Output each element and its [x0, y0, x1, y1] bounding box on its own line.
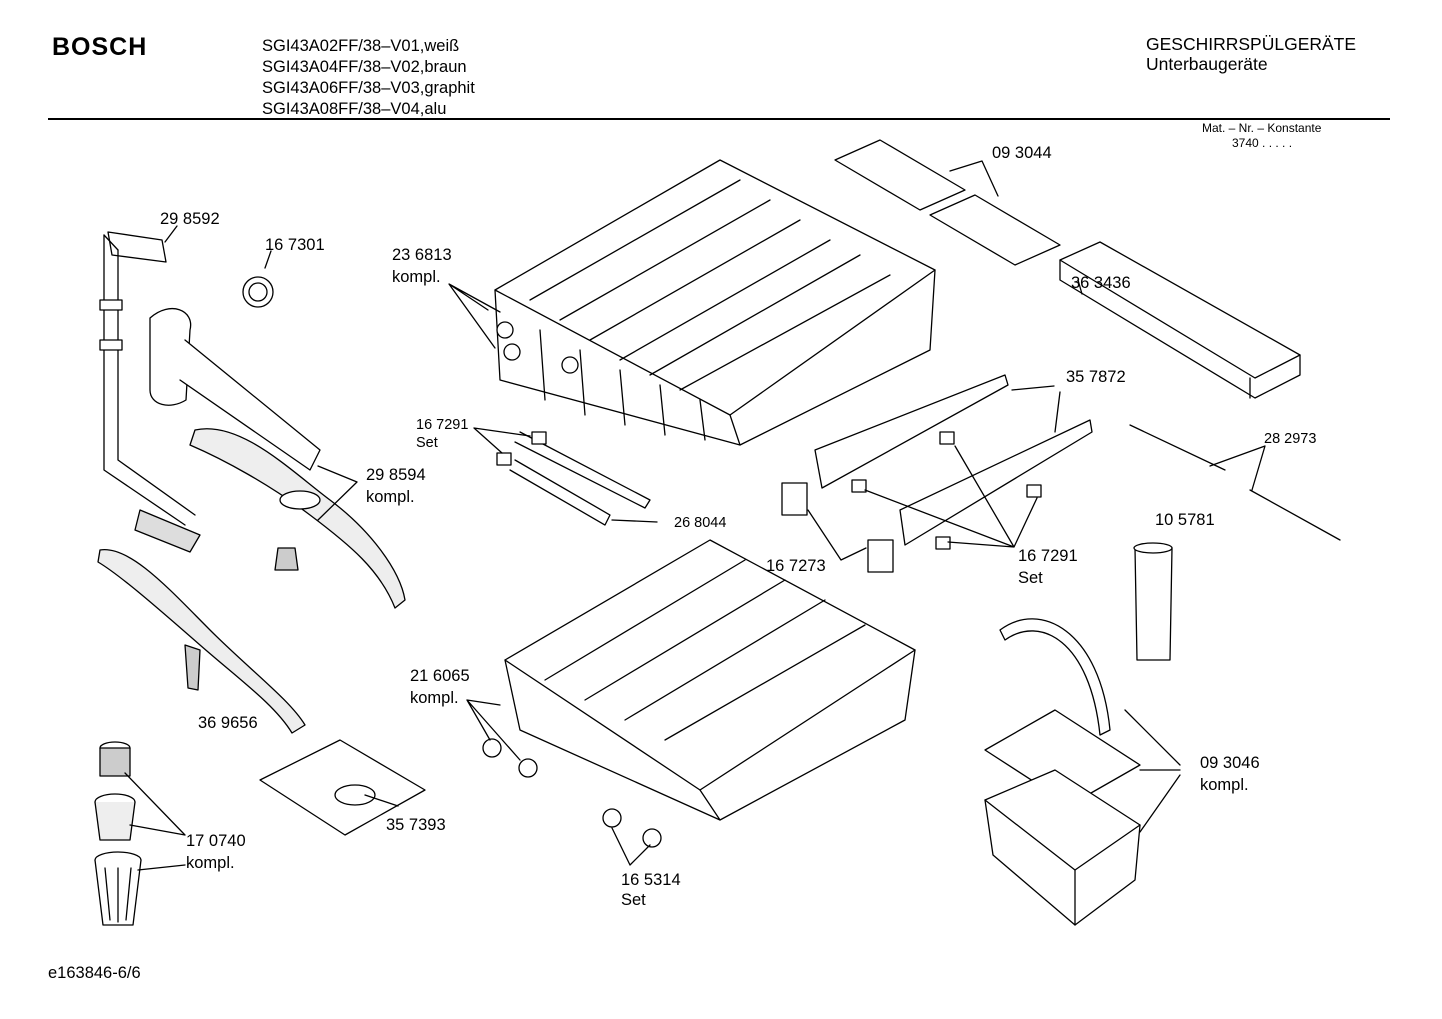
header-rule: [48, 118, 1390, 120]
part-note-set-167291-upper: Set: [416, 435, 438, 451]
filter-set-drawing: [94, 741, 142, 926]
part-number-357872: 35 7872: [1066, 368, 1126, 386]
folding-tines-drawing: [496, 374, 1341, 573]
part-note-set-167291-lower: Set: [1018, 569, 1043, 587]
part-number-167273: 16 7273: [766, 557, 826, 575]
part-number-216065: 21 6065: [410, 667, 470, 685]
part-number-282973: 28 2973: [1264, 431, 1316, 447]
category-subtitle: Unterbaugeräte: [1146, 54, 1268, 74]
part-note-kompl-170740: kompl.: [186, 854, 235, 872]
model-line-1: SGI43A02FF/38–V01,weiß: [262, 37, 460, 55]
brand-logo: BOSCH: [52, 33, 148, 61]
part-number-165314: 16 5314: [621, 871, 681, 889]
part-number-357393: 35 7393: [386, 816, 446, 834]
part-number-167291-lower: 16 7291: [1018, 547, 1078, 565]
part-number-369656: 36 9656: [198, 714, 258, 732]
part-number-236813: 23 6813: [392, 246, 452, 264]
material-number-label: Mat. – Nr. – Konstante: [1202, 121, 1322, 135]
part-note-kompl-236813: kompl.: [392, 268, 441, 286]
lower-spray-arm-drawing: [97, 549, 306, 734]
part-note-kompl-093046: kompl.: [1200, 776, 1249, 794]
material-number-block: Mat. – Nr. – Konstante 3740 . . . . .: [1202, 121, 1321, 151]
leader-lines: [124, 160, 1266, 871]
model-line-4: SGI43A08FF/38–V04,alu: [262, 100, 447, 118]
sump-cover-plate-drawing: [259, 739, 426, 836]
part-number-105781: 10 5781: [1155, 511, 1215, 529]
part-number-167301: 16 7301: [265, 236, 325, 254]
spray-supply-pipe-drawing: [99, 231, 321, 553]
part-note-kompl-216065: kompl.: [410, 689, 459, 707]
small-cutlery-basket-drawing: [1133, 542, 1173, 661]
cutlery-tray-drawing: [834, 139, 1301, 399]
document-id: e163846-6/6: [48, 964, 141, 982]
part-note-kompl-298594: kompl.: [366, 488, 415, 506]
part-number-363436: 36 3436: [1071, 274, 1131, 292]
upper-basket-drawing: [494, 159, 936, 446]
lower-basket-drawing: [482, 539, 916, 848]
part-number-268044: 26 8044: [674, 515, 726, 531]
material-number-value: 3740 . . . . .: [1232, 136, 1293, 150]
part-number-298594: 29 8594: [366, 466, 426, 484]
model-line-3: SGI43A06FF/38–V03,graphit: [262, 79, 475, 97]
filter-cartridge-drawing: [242, 276, 274, 308]
category-block: GESCHIRRSPÜLGERÄTE Unterbaugeräte: [1146, 34, 1356, 74]
part-number-170740: 17 0740: [186, 832, 246, 850]
part-note-set-165314: Set: [621, 891, 646, 909]
upper-spray-arm-drawing: [189, 428, 406, 609]
category-title: GESCHIRRSPÜLGERÄTE: [1146, 34, 1357, 54]
part-number-298592: 29 8592: [160, 210, 220, 228]
cutlery-basket-drawing: [984, 618, 1141, 926]
part-number-093046: 09 3046: [1200, 754, 1260, 772]
part-number-167291-upper: 16 7291: [416, 417, 468, 433]
model-line-2: SGI43A04FF/38–V02,braun: [262, 58, 467, 76]
part-number-093044: 09 3044: [992, 144, 1052, 162]
model-list: SGI43A02FF/38–V01,weiß SGI43A04FF/38–V02…: [262, 36, 475, 120]
